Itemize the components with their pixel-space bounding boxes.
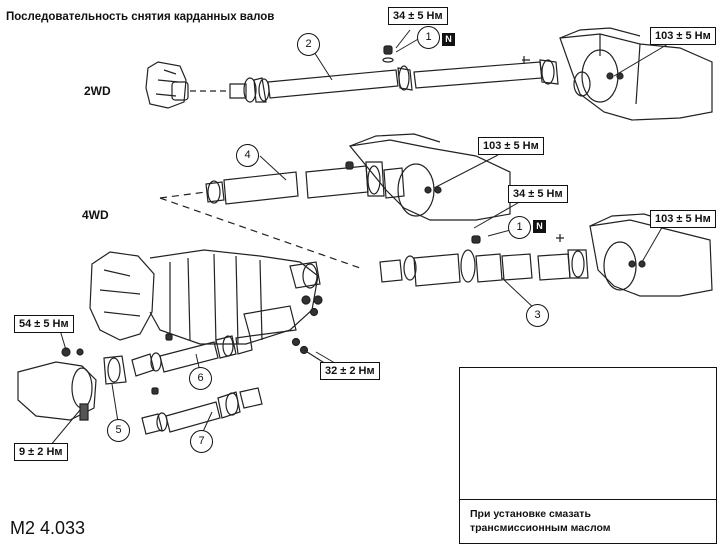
torque-label-left-bottom: 9 ± 2 Нм (14, 443, 68, 461)
four-wd-rear-differential (589, 219, 713, 297)
shaft-2-tube (267, 69, 399, 99)
two-wd-assembly (145, 27, 713, 121)
n-badge-top: N (442, 33, 455, 46)
four-wd-front-assembly (205, 133, 511, 221)
diagram-title: Последовательность снятия карданных вало… (6, 11, 275, 23)
transmission-assembly (89, 249, 327, 365)
shaft-3-yoke-front (379, 259, 403, 283)
front-flange-5 (103, 355, 127, 385)
torque-label-mid-right: 103 ± 5 Нм (650, 210, 716, 228)
transmission-bell-housing (89, 251, 155, 341)
section-label-4wd: 4WD (82, 208, 109, 222)
torque-label-top-mid: 34 ± 5 Нм (388, 7, 448, 25)
lubrication-inset: При установке смазать трансмиссионным ма… (459, 367, 717, 544)
callout-5: 5 (107, 419, 130, 442)
front-shafts (17, 333, 263, 435)
callout-4: 4 (236, 144, 259, 167)
inset-note-line-2: трансмиссионным маслом (470, 522, 611, 534)
inset-divider (460, 499, 716, 500)
callout-2: 2 (297, 33, 320, 56)
leader-lines (49, 29, 669, 447)
callout-7: 7 (190, 430, 213, 453)
shaft-4-yoke-front (205, 181, 225, 203)
torque-label-left-top: 54 ± 5 Нм (14, 315, 74, 333)
torque-label-mid-upper: 103 ± 5 Нм (478, 137, 544, 155)
figure-code: M2 4.033 (10, 518, 86, 538)
inset-note: При установке смазать трансмиссионным ма… (470, 507, 611, 535)
front-diff-stub (17, 361, 97, 421)
torque-label-mid-center: 34 ± 5 Нм (508, 185, 568, 203)
two-wd-rear-differential (559, 33, 713, 121)
callout-6: 6 (189, 367, 212, 390)
shaft-7 (141, 413, 163, 435)
two-wd-transmission-stub (145, 61, 187, 109)
four-wd-front-differential (348, 139, 511, 221)
torque-label-top-right: 103 ± 5 Нм (650, 27, 716, 45)
inset-note-line-1: При установке смазать (470, 508, 591, 520)
callout-1-mid: 1 (508, 216, 531, 239)
n-badge-mid: N (533, 220, 546, 233)
section-label-2wd: 2WD (84, 84, 111, 98)
callout-3: 3 (526, 304, 549, 327)
callout-1-top: 1 (417, 26, 440, 49)
torque-label-center-bottom: 32 ± 2 Нм (320, 362, 380, 380)
